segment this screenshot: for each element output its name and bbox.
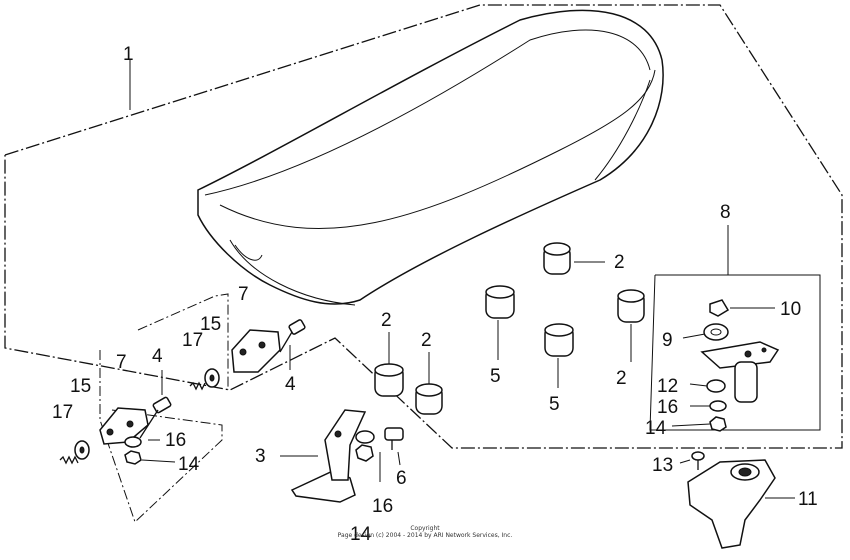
callout-6: 6 [396, 468, 407, 489]
callouts: 1 2 2 2 2 3 4 4 5 5 6 7 7 8 9 10 11 12 1… [52, 44, 818, 545]
callout-12: 12 [657, 376, 678, 397]
callout-16-latch: 16 [372, 496, 393, 517]
callout-9: 9 [662, 330, 673, 351]
assembly-outline-lock [649, 225, 821, 431]
callout-10: 10 [780, 299, 801, 320]
washer-16-latch [355, 430, 375, 444]
rubber-cushion-2-top [543, 242, 571, 275]
spring-17-lower [59, 455, 79, 465]
callout-7-lower: 7 [116, 352, 127, 373]
pin-6 [384, 427, 404, 450]
copyright-line-1: Copyright [410, 525, 440, 532]
callout-11: 11 [798, 489, 818, 510]
screw-13 [691, 451, 705, 470]
assembly-outline-seat [4, 4, 843, 449]
callout-8: 8 [720, 202, 731, 223]
washer-15-lower [74, 440, 90, 460]
assembly-outline-bracket-left [99, 293, 229, 523]
rubber-cushion-2-lower-left [374, 363, 404, 397]
callout-15-lower: 15 [70, 376, 91, 397]
rubber-cushion-5-left [485, 285, 515, 319]
nut-14-lower [124, 450, 142, 465]
rubber-cushion-5-center [544, 323, 574, 357]
callout-2-top: 2 [614, 252, 625, 273]
washer-15-upper [204, 368, 220, 388]
callout-4-lower: 4 [152, 346, 163, 367]
callout-1: 1 [123, 44, 134, 65]
hinge-bracket-7-lower [99, 407, 149, 445]
callout-5-center: 5 [549, 394, 560, 415]
lock-cap-10 [709, 299, 730, 317]
seat-body [197, 9, 664, 306]
callout-7-upper: 7 [238, 284, 249, 305]
copyright-line-2: Page design (c) 2004 - 2014 by ARI Netwo… [338, 532, 513, 539]
rubber-cushion-2-right [617, 289, 645, 323]
washer-16-lower [124, 436, 142, 448]
nut-14-lock [709, 416, 727, 432]
callout-14-latch: 14 [350, 524, 372, 545]
callout-16-lock: 16 [657, 397, 678, 418]
leader-lines [129, 60, 795, 499]
hinge-bracket-7-upper [231, 329, 281, 373]
bolt-4-upper [279, 319, 306, 353]
callout-16-left: 16 [165, 430, 186, 451]
grommet-9 [703, 323, 729, 341]
callout-17-lower: 17 [52, 402, 73, 423]
nut-14-latch [355, 444, 374, 462]
callout-4-upper: 4 [285, 374, 296, 395]
callout-5-left: 5 [490, 366, 501, 387]
callout-14-left: 14 [178, 454, 200, 475]
callout-2-right: 2 [616, 368, 627, 389]
callout-15-upper: 15 [200, 314, 221, 335]
bolt-4-lower [139, 396, 172, 439]
latch-arm-3 [290, 409, 367, 503]
washer-16-lock [709, 400, 727, 412]
lock-body [700, 341, 780, 403]
callout-3: 3 [255, 446, 266, 467]
callout-2-lower: 2 [421, 330, 432, 351]
callout-17-upper: 17 [182, 330, 203, 351]
callout-13: 13 [652, 455, 673, 476]
washer-12 [706, 379, 726, 393]
spring-17-upper [189, 381, 206, 391]
rubber-cushion-2-lower [415, 383, 443, 415]
lock-bracket-11 [687, 459, 776, 549]
callout-2-left: 2 [381, 310, 392, 331]
callout-14-lock: 14 [645, 418, 667, 439]
copyright-notice: Copyright Page design (c) 2004 - 2014 by… [338, 525, 513, 539]
